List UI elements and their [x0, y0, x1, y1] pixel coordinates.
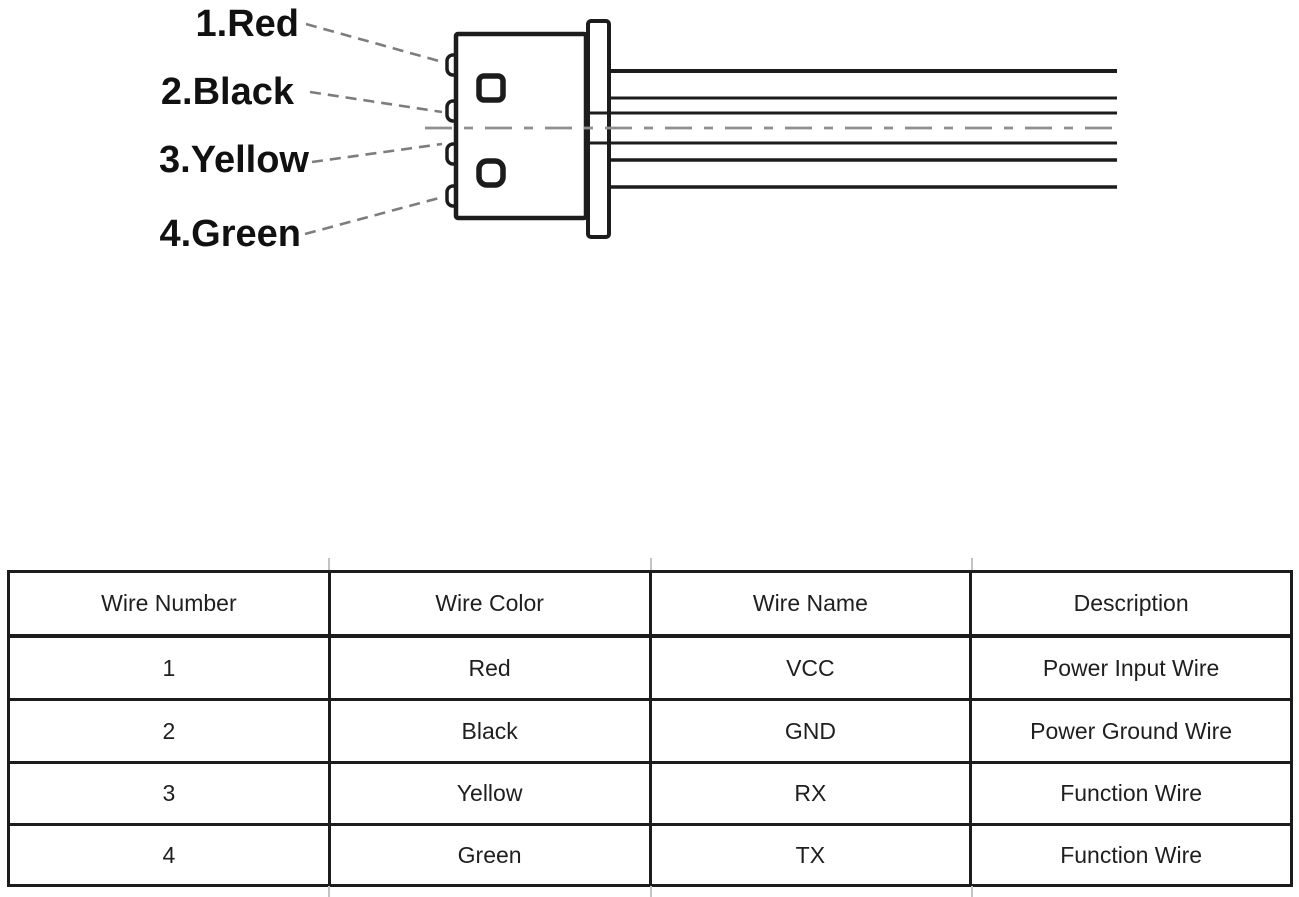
table-border-stub [650, 558, 652, 570]
table-row: 2 Black GND Power Ground Wire [7, 698, 1293, 764]
leader-lines [304, 22, 443, 236]
wire-name-cell: RX [648, 761, 973, 826]
pin-label-1: 1.Red [196, 3, 299, 45]
description-cell: Power Input Wire [969, 634, 1293, 701]
table-row: 1 Red VCC Power Input Wire [7, 634, 1293, 701]
header-wire-number: Wire Number [7, 570, 331, 638]
leader-line-1 [305, 22, 440, 63]
wire-color-cell: Black [327, 698, 652, 764]
leader-line-4 [304, 196, 440, 236]
wire-number-cell: 4 [7, 823, 331, 887]
connector-body [453, 31, 589, 221]
connector-diagram: 1.Red 2.Black 3.Yellow 4.Green [159, 3, 1119, 255]
wire-lines [586, 69, 1117, 189]
pin-label-2: 2.Black [161, 71, 295, 113]
wire-color-cell: Red [327, 634, 652, 701]
wire-number-cell: 1 [7, 634, 331, 701]
description-cell: Function Wire [969, 761, 1293, 826]
leader-line-3 [311, 142, 443, 164]
header-wire-color: Wire Color [327, 570, 652, 638]
table-border-stub [650, 886, 652, 897]
header-wire-name: Wire Name [648, 570, 973, 638]
leader-line-2 [309, 90, 443, 114]
wire-number-cell: 3 [7, 761, 331, 826]
table-border-stub [328, 886, 330, 897]
wire-name-cell: GND [648, 698, 973, 764]
pin-label-3: 3.Yellow [159, 139, 309, 181]
wire-color-cell: Green [327, 823, 652, 887]
wire-name-cell: TX [648, 823, 973, 887]
table-border-stub [971, 886, 973, 897]
wire-name-cell: VCC [648, 634, 973, 701]
wire-table: Wire Number Wire Color Wire Name Descrip… [7, 570, 1293, 887]
polarization-hole-top [476, 73, 506, 103]
table-header-row: Wire Number Wire Color Wire Name Descrip… [7, 570, 1293, 638]
table-border-stub [328, 558, 330, 570]
wire-color-cell: Yellow [327, 761, 652, 826]
polarization-hole-bottom [476, 158, 506, 188]
wire-number-cell: 2 [7, 698, 331, 764]
description-cell: Power Ground Wire [969, 698, 1293, 764]
table-border-stub [971, 558, 973, 570]
table-row: 4 Green TX Function Wire [7, 823, 1293, 887]
description-cell: Function Wire [969, 823, 1293, 887]
table-row: 3 Yellow RX Function Wire [7, 761, 1293, 826]
pin-label-4: 4.Green [159, 213, 301, 255]
header-description: Description [969, 570, 1293, 638]
